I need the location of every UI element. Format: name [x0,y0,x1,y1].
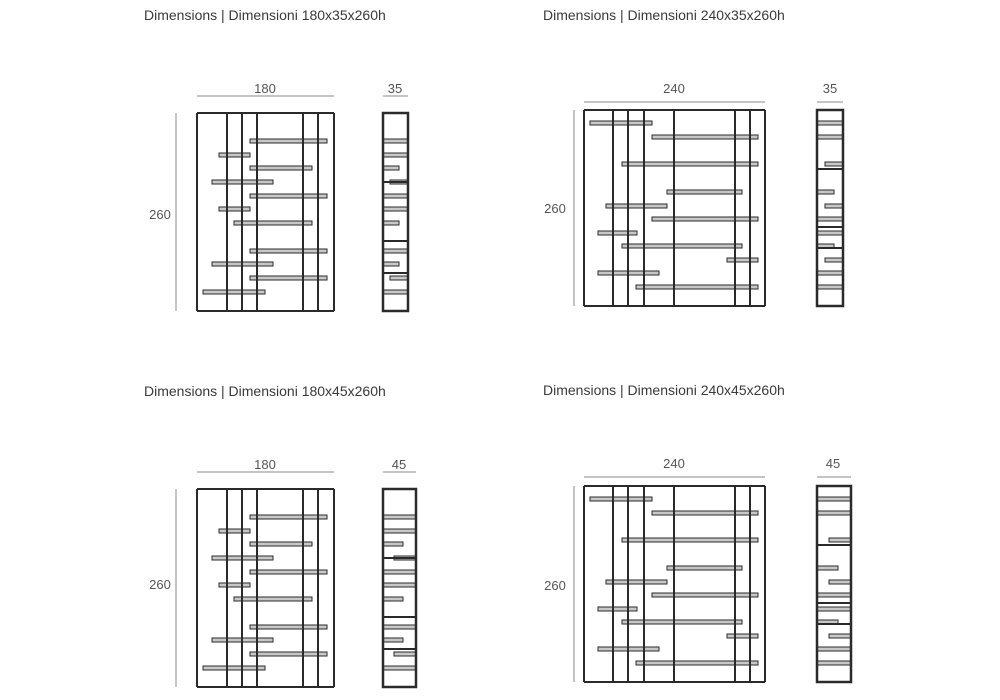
shelf-side [382,569,417,575]
shelf-side [816,216,844,222]
shelf-front [249,138,328,144]
shelf-front [249,514,328,520]
panel-title-3: Dimensions | Dimensioni 180x45x260h [144,383,386,399]
height-label-1: 260 [149,207,171,222]
shelf-side [382,541,404,547]
shelf-side [824,257,844,263]
height-label-4: 260 [544,578,566,593]
shelf-front [218,528,251,534]
side-view-frame-2 [815,108,845,308]
shelf-side [382,289,409,295]
side-view-frame-1 [381,111,410,313]
shelf-side [816,270,844,276]
shelf-side [816,646,852,652]
shelf-front [218,206,251,212]
shelf-front [621,619,743,625]
shelf-front [635,284,759,290]
shelf-front [597,230,638,236]
shelf-front [202,289,266,295]
width-label-1: 180 [254,81,276,96]
shelf-front [249,275,328,281]
shelf-front [218,582,251,588]
width-label-2: 240 [663,81,685,96]
shelf-front [249,651,328,657]
shelf-front [249,624,328,630]
shelf-front [589,120,653,126]
shelf-front [726,257,759,263]
shelf-front [202,665,266,671]
shelf-side [816,606,852,612]
shelf-side [816,592,852,598]
shelf-front [233,220,313,226]
shelf-side [816,510,852,516]
shelf-side [816,120,844,126]
shelf-front [651,510,759,516]
shelf-side [382,514,417,520]
panel-title-4: Dimensions | Dimensioni 240x45x260h [543,382,785,398]
shelf-side [816,496,852,502]
side-view-frame-4 [815,484,853,684]
shelf-front [605,203,668,209]
shelf-front [605,579,668,585]
shelf-side [382,261,400,267]
width-label-4: 240 [663,456,685,471]
shelf-front [621,161,759,167]
depth-label-3: 45 [391,457,407,472]
shelf-side [382,528,417,534]
shelf-side [382,193,409,199]
shelf-front [249,165,313,171]
shelf-front [249,248,328,254]
shelf-side [393,651,417,657]
shelf-side [382,165,400,171]
shelf-side [382,596,404,602]
shelf-front [651,592,759,598]
panel-title-1: Dimensions | Dimensioni 180x35x260h [144,7,386,23]
depth-label-4: 45 [825,456,841,471]
depth-label-1: 35 [387,81,403,96]
shelf-front [621,537,759,543]
shelf-side [816,565,839,571]
shelf-side [828,537,852,543]
shelf-side [382,152,409,158]
shelf-front [597,606,638,612]
shelf-side [816,189,835,195]
panel-title-2: Dimensions | Dimensioni 240x35x260h [543,7,785,23]
shelf-side [816,284,844,290]
shelf-side [824,203,844,209]
shelf-side [816,134,844,140]
shelf-front [233,596,313,602]
shelf-side [382,665,417,671]
shelf-front [635,660,759,666]
shelf-side [389,275,409,281]
shelf-front [589,496,653,502]
shelf-side [816,230,844,236]
shelf-side [828,633,852,639]
height-label-2: 260 [544,201,566,216]
height-label-3: 260 [149,577,171,592]
shelf-front [666,565,743,571]
shelf-front [249,541,313,547]
shelf-front [651,216,759,222]
shelf-side [382,138,409,144]
shelf-front [249,193,328,199]
shelf-front [621,243,743,249]
depth-label-2: 35 [822,81,838,96]
shelf-front [726,633,759,639]
shelf-side [824,161,844,167]
shelf-side [382,220,400,226]
width-label-3: 180 [254,457,276,472]
shelf-side [382,206,409,212]
shelf-front [651,134,759,140]
shelf-side [382,582,417,588]
side-view-frame-3 [381,487,418,689]
shelf-front [666,189,743,195]
shelf-side [816,660,852,666]
shelf-side [828,579,852,585]
shelf-front [218,152,251,158]
shelf-front [249,569,328,575]
shelf-side [382,624,417,630]
shelf-side [382,637,404,643]
shelf-side [382,248,409,254]
